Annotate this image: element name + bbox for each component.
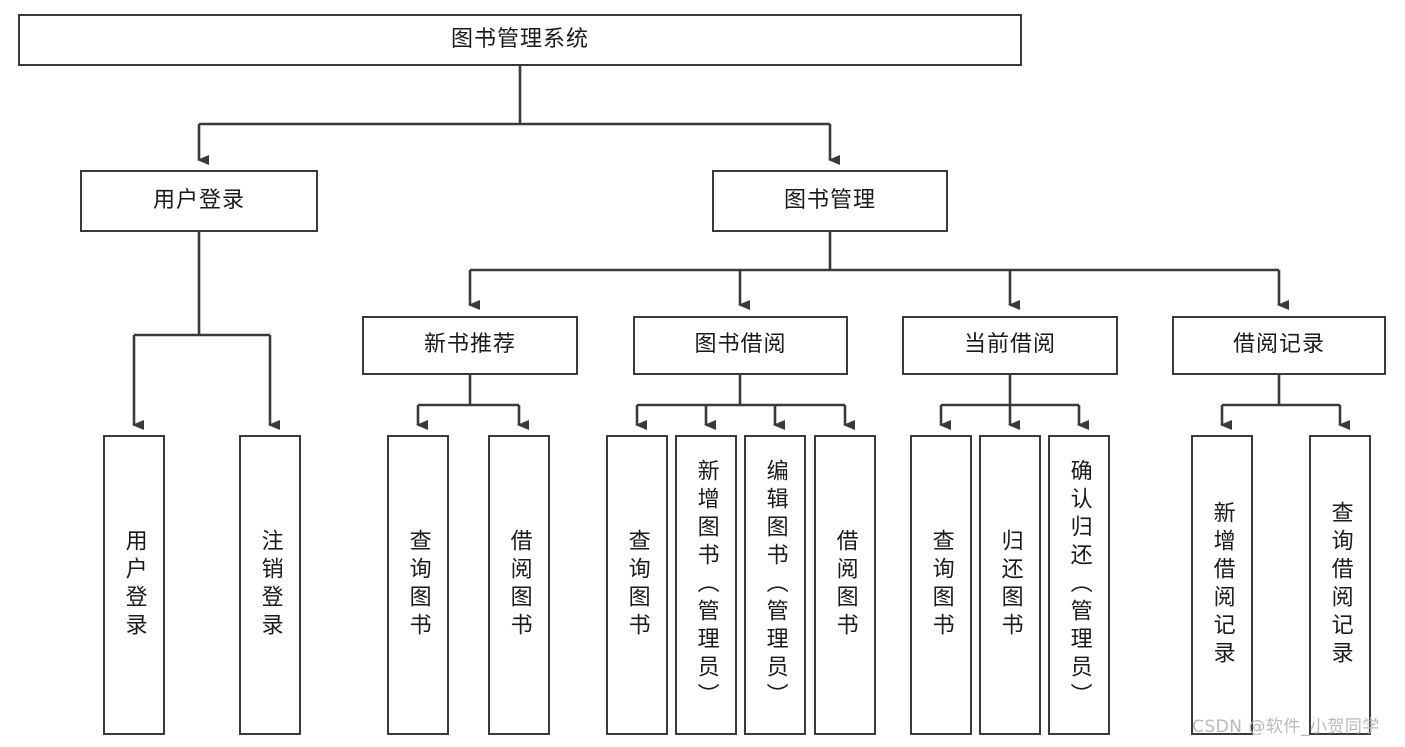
node-new-book-recommend-label: 新书推荐 (423, 332, 516, 358)
node-current-borrow-label: 当前借阅 (963, 332, 1056, 358)
node-book-borrow-label: 图书借阅 (694, 332, 787, 358)
node-leaf-add-book-label: 新增图书（管理员） (693, 459, 719, 711)
node-book-management[interactable]: 图书管理 (712, 170, 948, 232)
node-leaf-return-book-label: 归还图书 (997, 529, 1023, 641)
node-leaf-borrow-book-1-label: 借阅图书 (506, 529, 532, 641)
node-book-borrow[interactable]: 图书借阅 (633, 316, 848, 375)
node-leaf-query-book-2[interactable]: 查询图书 (606, 435, 668, 735)
node-leaf-user-login[interactable]: 用户登录 (103, 435, 165, 735)
node-leaf-query-record[interactable]: 查询借阅记录 (1309, 435, 1371, 735)
node-leaf-query-book-3-label: 查询图书 (928, 529, 954, 641)
node-user-login-label: 用户登录 (152, 187, 245, 213)
node-leaf-query-book-1[interactable]: 查询图书 (387, 435, 449, 735)
node-leaf-query-record-label: 查询借阅记录 (1327, 501, 1353, 669)
node-leaf-borrow-book-2-label: 借阅图书 (832, 529, 858, 641)
node-leaf-borrow-book-1[interactable]: 借阅图书 (488, 435, 550, 735)
node-leaf-confirm-return[interactable]: 确认归还（管理员） (1048, 435, 1110, 735)
node-leaf-user-logout[interactable]: 注销登录 (239, 435, 301, 735)
node-borrow-record-label: 借阅记录 (1232, 332, 1325, 358)
node-leaf-add-record-label: 新增借阅记录 (1209, 501, 1235, 669)
node-leaf-confirm-return-label: 确认归还（管理员） (1066, 459, 1092, 711)
node-book-management-label: 图书管理 (783, 187, 876, 213)
node-leaf-borrow-book-2[interactable]: 借阅图书 (814, 435, 876, 735)
node-leaf-edit-book[interactable]: 编辑图书（管理员） (744, 435, 806, 735)
node-leaf-user-logout-label: 注销登录 (257, 529, 283, 641)
node-leaf-add-book[interactable]: 新增图书（管理员） (675, 435, 737, 735)
node-leaf-query-book-1-label: 查询图书 (405, 529, 431, 641)
node-leaf-edit-book-label: 编辑图书（管理员） (762, 459, 788, 711)
node-leaf-return-book[interactable]: 归还图书 (979, 435, 1041, 735)
node-root[interactable]: 图书管理系统 (18, 14, 1022, 66)
node-leaf-add-record[interactable]: 新增借阅记录 (1191, 435, 1253, 735)
node-new-book-recommend[interactable]: 新书推荐 (362, 316, 578, 375)
node-current-borrow[interactable]: 当前借阅 (902, 316, 1118, 375)
node-user-login[interactable]: 用户登录 (80, 170, 318, 232)
node-leaf-user-login-label: 用户登录 (121, 529, 147, 641)
node-leaf-query-book-2-label: 查询图书 (624, 529, 650, 641)
node-borrow-record[interactable]: 借阅记录 (1172, 316, 1386, 375)
node-root-label: 图书管理系统 (450, 26, 589, 52)
node-leaf-query-book-3[interactable]: 查询图书 (910, 435, 972, 735)
